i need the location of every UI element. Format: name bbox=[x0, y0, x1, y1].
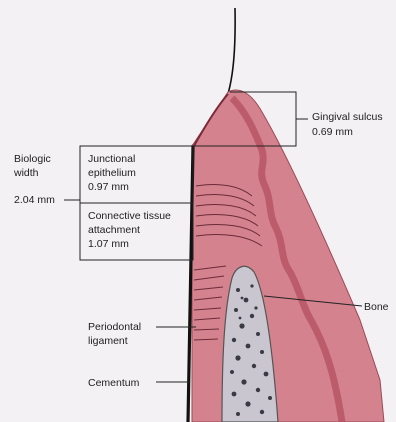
gingival-sulcus-value: 0.69 mm bbox=[312, 126, 353, 138]
connective-tissue-value: 1.07 mm bbox=[88, 238, 129, 250]
junctional-epithelium-label-1: Junctional bbox=[88, 153, 135, 165]
connective-tissue-label-2: attachment bbox=[88, 224, 140, 236]
biologic-width-value: 2.04 mm bbox=[14, 194, 55, 206]
junctional-epithelium-value: 0.97 mm bbox=[88, 181, 129, 193]
biologic-width-label-1: Biologic bbox=[14, 153, 51, 165]
connective-tissue-label-1: Connective tissue bbox=[88, 210, 171, 222]
bone-label: Bone bbox=[364, 301, 389, 313]
biologic-width-label-2: width bbox=[13, 167, 39, 179]
gingival-sulcus-label: Gingival sulcus bbox=[312, 111, 383, 123]
gingiva-tissue bbox=[192, 90, 384, 422]
periodontal-ligament-label-1: Periodontal bbox=[88, 321, 141, 333]
junctional-epithelium-label-2: epithelium bbox=[88, 167, 136, 179]
cementum-label: Cementum bbox=[88, 377, 140, 389]
periodontal-ligament-label-2: ligament bbox=[88, 335, 128, 347]
